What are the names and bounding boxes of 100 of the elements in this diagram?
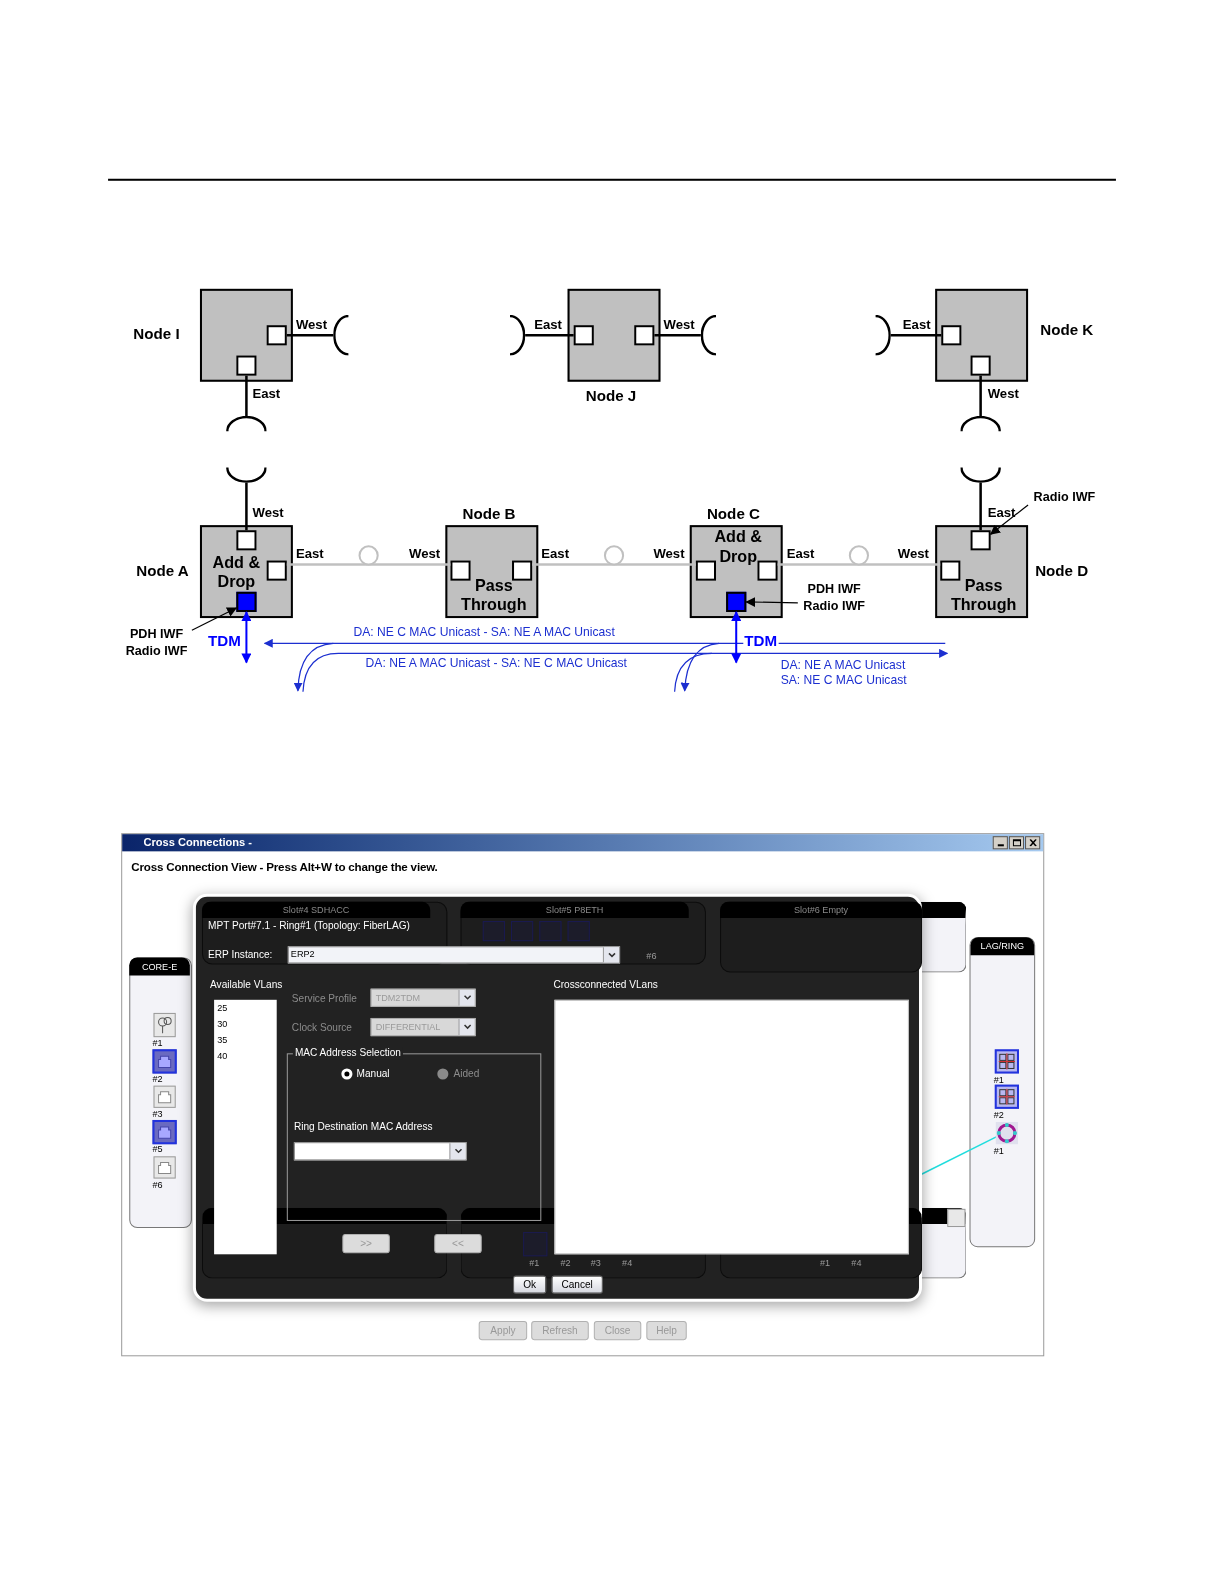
node-role-label: Pass Through <box>460 575 528 614</box>
flow-label: DA: NE A MAC Unicast <box>780 657 906 672</box>
interworking-port <box>236 591 257 612</box>
port-label: East <box>541 546 570 562</box>
port-square <box>236 355 257 376</box>
list-item: 35 <box>217 1035 228 1047</box>
dropdown-field: TDM2TDM <box>370 988 476 1007</box>
port-number: #3 <box>590 1258 601 1270</box>
list-item: 40 <box>217 1051 228 1063</box>
link-line <box>777 563 941 566</box>
node-role-label: Pass Through <box>949 575 1018 614</box>
double-arrow <box>731 611 742 664</box>
node-title: Node A <box>136 561 189 580</box>
node-title: Node K <box>1040 321 1094 340</box>
port-number: #1 <box>993 1074 1004 1086</box>
leader-arrow <box>989 504 1029 535</box>
node-role-label: Add & Drop <box>211 552 262 591</box>
link-line <box>286 563 451 566</box>
port-number: #1 <box>820 1258 831 1270</box>
flow-label: SA: NE C MAC Unicast <box>780 672 907 687</box>
move-left-button: << <box>434 1234 482 1254</box>
port-label: East <box>295 546 324 562</box>
port-number: #2 <box>560 1258 571 1270</box>
list-title: Crossconnected VLans <box>553 978 658 991</box>
slot-header: Slot#6 Empty <box>720 901 923 918</box>
link-line <box>979 482 982 531</box>
port-square <box>970 530 991 551</box>
leader-arrow <box>745 597 799 608</box>
list-item: 30 <box>217 1019 228 1031</box>
link-line <box>890 334 942 337</box>
port-square <box>236 530 257 551</box>
port-square <box>573 325 594 346</box>
port-number: #5 <box>152 1144 163 1156</box>
link-line <box>245 375 248 417</box>
port-square <box>266 560 287 581</box>
port-number: #4 <box>851 1258 862 1270</box>
window-title: Cross Connections - <box>143 836 253 850</box>
slot-header: Slot#4 SDHACC <box>202 901 431 918</box>
dropdown-field: ERP2 <box>287 946 621 964</box>
port-label: West <box>295 317 328 333</box>
field-label: Ring Destination MAC Address <box>293 1121 433 1134</box>
callout-text: PDH IWF Radio IWF <box>121 626 192 661</box>
radio-button: Manual <box>341 1067 390 1080</box>
double-arrow <box>241 611 252 664</box>
port-square <box>970 355 991 376</box>
interworking-port <box>726 591 747 612</box>
panel-header: CORE-E <box>129 957 190 976</box>
move-right-button: >> <box>342 1234 390 1254</box>
dropdown-field: DIFFERENTIAL <box>370 1018 476 1037</box>
port-square <box>266 325 287 346</box>
port-number: #4 <box>622 1258 633 1270</box>
port-label: West <box>653 546 685 562</box>
field-label: Service Profile <box>291 992 357 1005</box>
node-title: Node B <box>462 504 516 524</box>
callout-text: PDH IWF Radio IWF <box>797 580 871 616</box>
node-role-label: Add & Drop <box>713 527 763 566</box>
port-label: East <box>534 317 562 333</box>
panel-header: LAG/RING <box>970 937 1035 956</box>
cancel-button: Cancel <box>551 1275 603 1294</box>
broken-link-arc <box>874 315 891 356</box>
port-label: East <box>902 317 931 333</box>
port-number: #2 <box>993 1109 1004 1121</box>
node-title: Node D <box>1035 561 1089 580</box>
link-line <box>979 375 982 417</box>
field-label: ERP Instance: <box>208 949 273 962</box>
port-square <box>695 560 716 581</box>
link-line <box>532 563 696 566</box>
port-number: #6 <box>646 951 657 963</box>
field-label: Clock Source <box>291 1022 352 1035</box>
port-label: East <box>252 385 281 401</box>
link-line <box>654 334 701 337</box>
node-title: Node I <box>133 325 180 344</box>
port-square <box>450 560 471 581</box>
broken-link-arc <box>333 315 350 356</box>
port-number: #1 <box>529 1258 540 1270</box>
flow-label: DA: NE C MAC Unicast - SA: NE A MAC Unicast <box>353 625 615 640</box>
port-number: #1 <box>152 1038 163 1050</box>
broken-link-arc <box>509 315 526 356</box>
callout-text: Radio IWF <box>1028 488 1101 506</box>
leader-arrow <box>191 607 238 631</box>
link-line <box>525 334 574 337</box>
port-square <box>941 325 962 346</box>
port-square <box>940 560 961 581</box>
broken-link-arc <box>960 416 1001 433</box>
port-label: West <box>987 385 1019 401</box>
list-title: Available VLans <box>210 978 283 991</box>
port-label: East <box>987 504 1016 521</box>
ring-info-text: MPT Port#7.1 - Ring#1 (Topology: FiberLAG) <box>208 920 410 933</box>
port-label: East <box>786 546 815 562</box>
port-number: #3 <box>152 1108 163 1120</box>
node-title: Node C <box>706 504 760 524</box>
port-label: West <box>409 546 441 562</box>
slot-header: Slot#5 P8ETH <box>460 901 689 918</box>
port-label: West <box>252 504 284 521</box>
port-square <box>757 560 778 581</box>
port-square <box>634 325 655 346</box>
link-line <box>245 482 248 531</box>
instruction-text: Cross Connection View - Press Alt+W to change the view. <box>131 859 438 874</box>
port-number: #6 <box>152 1179 163 1191</box>
broken-link-arc <box>226 466 267 483</box>
